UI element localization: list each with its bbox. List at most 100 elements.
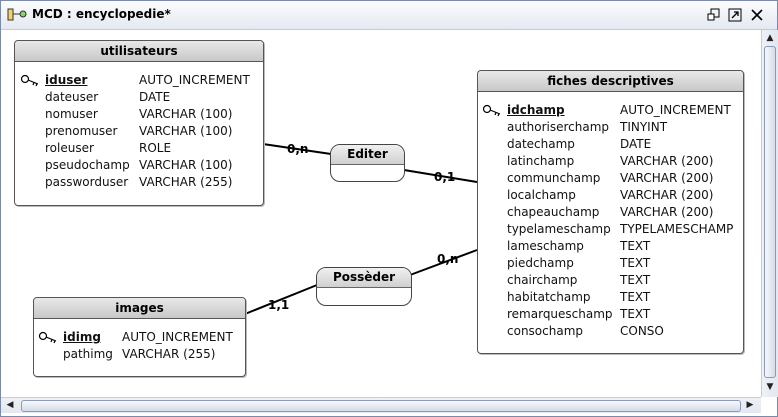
cardinality-label: 0,n [287, 142, 309, 156]
field-type: TEXT [620, 290, 651, 304]
field-type: ROLE [139, 141, 172, 155]
field-name: passworduser [45, 175, 129, 189]
field-row: authoriserchamp TINYINT [478, 119, 743, 136]
field-row: nomuser VARCHAR (100) [15, 106, 263, 123]
scroll-down-icon[interactable]: ▼ [766, 382, 774, 392]
field-row: remarqueschamp TEXT [478, 306, 743, 323]
field-row: pseudochamp VARCHAR (100) [15, 157, 263, 174]
field-type: DATE [620, 137, 652, 151]
field-type: TINYINT [620, 120, 668, 134]
field-name: prenomuser [45, 124, 118, 138]
field-type: TEXT [620, 307, 651, 321]
association-title: Possèder [317, 268, 411, 288]
maximize-icon[interactable] [728, 8, 742, 22]
entity-title: fiches descriptives [478, 71, 743, 92]
field-name: chairchamp [507, 273, 578, 287]
field-name: habitatchamp [507, 290, 591, 304]
key-icon [20, 74, 39, 87]
close-icon[interactable] [750, 8, 764, 22]
field-type: VARCHAR (255) [122, 347, 216, 361]
link-images-posseder [244, 284, 318, 315]
link-editer-fiches [403, 169, 478, 183]
field-type: VARCHAR (100) [139, 158, 233, 172]
field-row: pathimg VARCHAR (255) [34, 346, 245, 363]
field-name: pseudochamp [45, 158, 130, 172]
link-utilisateurs-editer [262, 143, 332, 155]
key-icon [482, 104, 501, 117]
field-type: TEXT [620, 239, 651, 253]
field-row: chairchamp TEXT [478, 272, 743, 289]
vertical-scrollbar[interactable]: ▲ ▼ [761, 30, 778, 397]
cardinality-label: 0,1 [434, 170, 456, 184]
field-row: latinchamp VARCHAR (200) [478, 153, 743, 170]
field-row: datechamp DATE [478, 136, 743, 153]
association-links [244, 143, 478, 315]
field-type: AUTO_INCREMENT [620, 103, 731, 117]
cardinality-label: 1,1 [268, 298, 290, 312]
field-row: communchamp VARCHAR (200) [478, 170, 743, 187]
field-name: lameschamp [507, 239, 584, 253]
field-row: iduser AUTO_INCREMENT [15, 72, 263, 89]
field-name: datechamp [507, 137, 575, 151]
field-row: dateuser DATE [15, 89, 263, 106]
field-name: typelameschamp [507, 222, 611, 236]
field-type: VARCHAR (200) [620, 188, 714, 202]
field-type: VARCHAR (200) [620, 205, 714, 219]
field-row: typelameschamp TYPELAMESCHAMP [478, 221, 743, 238]
field-type: TEXT [620, 273, 651, 287]
field-type: VARCHAR (100) [139, 107, 233, 121]
restore-icon[interactable] [707, 8, 721, 22]
field-name: communchamp [507, 171, 601, 185]
entity-images[interactable]: images idimg AUTO_INCREMENT pathimg VARCH… [33, 297, 246, 377]
field-type: DATE [139, 90, 171, 104]
horizontal-scroll-thumb[interactable] [21, 400, 741, 412]
entity-title: images [34, 298, 245, 319]
window-title: MCD : encyclopedie* [32, 7, 171, 21]
field-type: AUTO_INCREMENT [139, 73, 250, 87]
field-type: VARCHAR (200) [620, 154, 714, 168]
association-title: Editer [331, 145, 404, 165]
field-name: roleuser [45, 141, 94, 155]
field-row: lameschamp TEXT [478, 238, 743, 255]
association-posseder[interactable]: Possèder [316, 267, 412, 306]
field-name: latinchamp [507, 154, 575, 168]
diagram-canvas[interactable]: 0,n 0,1 0,n 1,1 utilisateurs iduser AUTO… [1, 30, 761, 397]
title-bar[interactable]: MCD : encyclopedie* [1, 1, 777, 30]
field-name: iduser [45, 73, 88, 87]
entity-fiches-descriptives[interactable]: fiches descriptives idchamp AUTO_INCREME… [477, 70, 744, 354]
cardinality-label: 0,n [437, 252, 459, 266]
field-name: remarqueschamp [507, 307, 613, 321]
field-name: idimg [63, 330, 101, 344]
entity-utilisateurs[interactable]: utilisateurs iduser AUTO_INCREMENT dateu… [14, 40, 264, 206]
field-type: CONSO [620, 324, 664, 338]
field-name: piedchamp [507, 256, 574, 270]
field-name: pathimg [63, 347, 113, 361]
field-row: passworduser VARCHAR (255) [15, 174, 263, 191]
entity-title: utilisateurs [15, 41, 263, 62]
field-type: VARCHAR (255) [139, 175, 233, 189]
field-name: localchamp [507, 188, 576, 202]
field-name: nomuser [45, 107, 98, 121]
field-row: localchamp VARCHAR (200) [478, 187, 743, 204]
field-row: idimg AUTO_INCREMENT [34, 329, 245, 346]
field-type: TEXT [620, 256, 651, 270]
scroll-left-icon[interactable]: ◀ [6, 400, 14, 410]
field-name: consochamp [507, 324, 584, 338]
field-name: dateuser [45, 90, 99, 104]
horizontal-scrollbar[interactable]: ◀ ▶ [1, 397, 761, 413]
field-name: idchamp [507, 103, 565, 117]
association-editer[interactable]: Editer [330, 144, 405, 182]
field-type: TYPELAMESCHAMP [620, 222, 734, 236]
field-row: roleuser ROLE [15, 140, 263, 157]
field-type: AUTO_INCREMENT [122, 330, 233, 344]
field-name: authoriserchamp [507, 120, 610, 134]
scroll-up-icon[interactable]: ▲ [766, 33, 774, 43]
vertical-scroll-thumb[interactable] [764, 46, 776, 378]
field-row: piedchamp TEXT [478, 255, 743, 272]
scroll-right-icon[interactable]: ▶ [746, 400, 754, 410]
link-posseder-fiches [409, 249, 478, 276]
field-type: VARCHAR (200) [620, 171, 714, 185]
field-row: consochamp CONSO [478, 323, 743, 340]
